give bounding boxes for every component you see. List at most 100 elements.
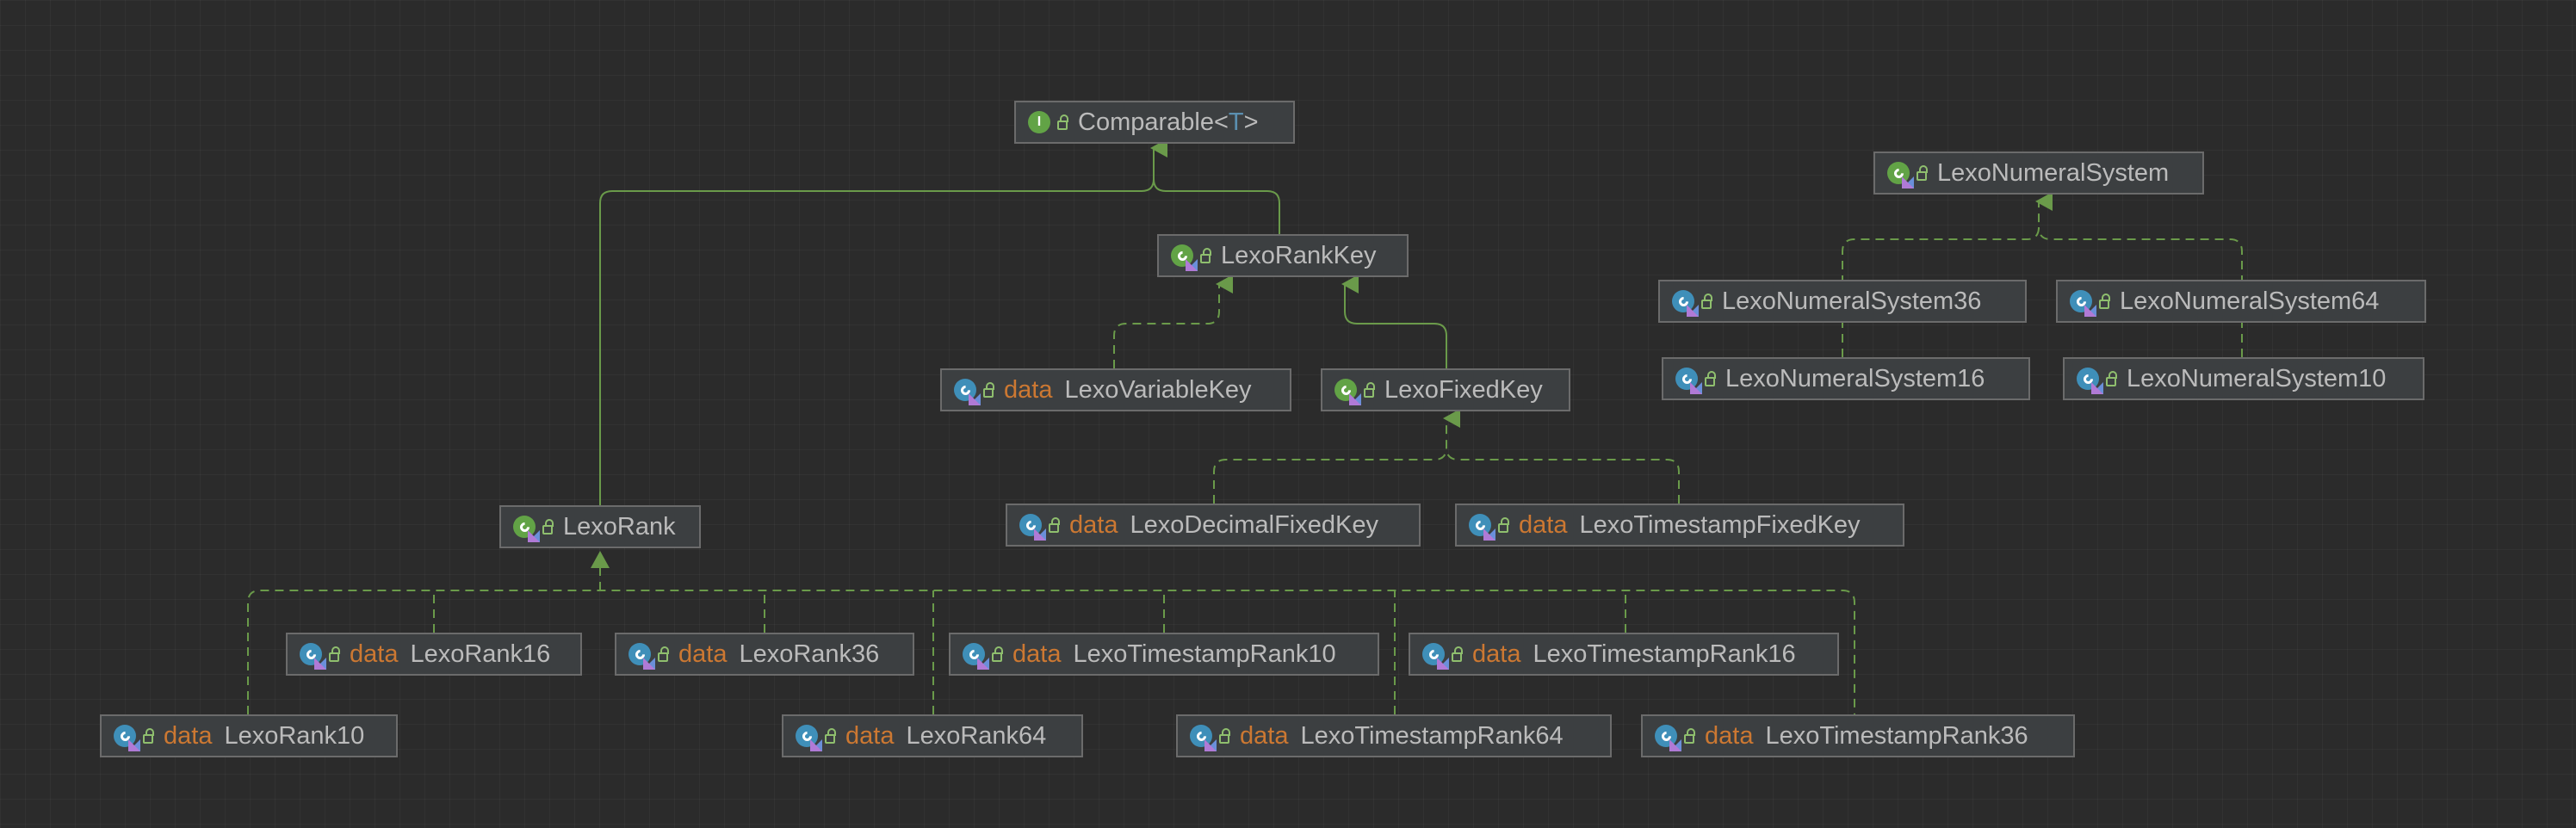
class-icon xyxy=(629,643,655,670)
lock-icon xyxy=(1917,164,1928,181)
node-lexorank36[interactable]: data LexoRank36 xyxy=(615,633,914,676)
abstract-class-icon xyxy=(1334,379,1361,405)
node-label: LexoTimestampFixedKey xyxy=(1579,510,1861,539)
data-keyword: data xyxy=(678,640,728,668)
class-icon xyxy=(1469,514,1495,541)
lock-icon xyxy=(1057,114,1068,130)
node-lexovariablekey[interactable]: data LexoVariableKey xyxy=(940,368,1291,411)
class-icon xyxy=(1019,514,1046,541)
node-lexonumeralsystem16[interactable]: LexoNumeralSystem16 xyxy=(1662,357,2030,400)
class-icon xyxy=(796,725,822,751)
node-label: LexoNumeralSystem16 xyxy=(1725,364,1985,392)
node-label: LexoRank10 xyxy=(224,721,365,750)
node-label: LexoNumeralSystem xyxy=(1937,158,2170,187)
node-lexotimestampfixedkey[interactable]: data LexoTimestampFixedKey xyxy=(1455,504,1904,547)
data-keyword: data xyxy=(1472,640,1521,668)
edge-lexorank-comparable xyxy=(599,139,1167,510)
node-label: LexoFixedKey xyxy=(1384,375,1543,404)
node-label: LexoRank64 xyxy=(906,721,1047,750)
node-label: LexoRankKey xyxy=(1221,241,1377,269)
data-keyword: data xyxy=(845,721,895,750)
node-label: LexoTimestampRank36 xyxy=(1765,721,2028,750)
abstract-class-icon xyxy=(513,516,540,542)
edge-lexorank10-lexorank xyxy=(247,590,1855,714)
node-label: LexoRank xyxy=(563,512,676,541)
class-icon xyxy=(114,725,140,751)
lock-icon xyxy=(542,518,554,534)
class-icon xyxy=(1190,725,1217,751)
lock-icon xyxy=(143,727,154,744)
node-lexorank64[interactable]: data LexoRank64 xyxy=(782,714,1083,757)
class-icon xyxy=(2077,368,2103,394)
node-label: LexoDecimalFixedKey xyxy=(1130,510,1378,539)
lock-icon xyxy=(1701,293,1712,309)
class-icon xyxy=(1655,725,1681,751)
class-icon xyxy=(1422,643,1449,670)
node-lexonumeralsystem64[interactable]: LexoNumeralSystem64 xyxy=(2056,280,2426,323)
lock-icon xyxy=(825,727,836,744)
node-lexorank[interactable]: LexoRank xyxy=(499,505,701,548)
node-label: LexoNumeralSystem10 xyxy=(2127,364,2387,392)
lock-icon xyxy=(658,646,669,662)
lock-icon xyxy=(983,381,994,398)
edge-lexovariablekey-lexorankkey xyxy=(1113,275,1233,368)
node-lexofixedkey[interactable]: LexoFixedKey xyxy=(1321,368,1570,411)
node-label: LexoNumeralSystem64 xyxy=(2120,287,2380,315)
node-lexonumeralsystem36[interactable]: LexoNumeralSystem36 xyxy=(1658,280,2027,323)
class-icon xyxy=(1675,368,1702,394)
node-label: LexoNumeralSystem36 xyxy=(1722,287,1982,315)
node-lexotimestamprank36[interactable]: data LexoTimestampRank36 xyxy=(1641,714,2075,757)
node-lexotimestamprank64[interactable]: data LexoTimestampRank64 xyxy=(1176,714,1612,757)
node-comparable[interactable]: I Comparable<T> xyxy=(1014,101,1295,144)
lock-icon xyxy=(2099,293,2110,309)
class-icon xyxy=(963,643,989,670)
lock-icon xyxy=(1049,516,1060,533)
class-icon xyxy=(1672,290,1699,317)
node-lexorankkey[interactable]: LexoRankKey xyxy=(1157,234,1409,277)
lock-icon xyxy=(329,646,340,662)
node-label: LexoVariableKey xyxy=(1064,375,1252,404)
node-label: LexoTimestampRank16 xyxy=(1533,640,1796,668)
node-label: Comparable<T> xyxy=(1078,108,1259,136)
data-keyword: data xyxy=(1004,375,1053,404)
lock-icon xyxy=(992,646,1003,662)
edge-lexofixedkey-lexorankkey xyxy=(1341,275,1447,368)
abstract-class-icon xyxy=(1887,162,1914,188)
edge-lexonumeralsystem36-lexonumeralsystem xyxy=(1842,192,2053,357)
abstract-class-icon xyxy=(1171,244,1198,271)
lock-icon xyxy=(1200,247,1211,263)
interface-icon: I xyxy=(1028,111,1050,133)
data-keyword: data xyxy=(1069,510,1118,539)
data-keyword: data xyxy=(1012,640,1062,668)
lock-icon xyxy=(1684,727,1695,744)
data-keyword: data xyxy=(1240,721,1289,750)
class-icon xyxy=(2070,290,2096,317)
edge-lexonumeralsystem10-lexonumeralsystem xyxy=(2038,226,2243,357)
node-lexonumeralsystem[interactable]: LexoNumeralSystem xyxy=(1873,151,2204,195)
lock-icon xyxy=(1705,370,1716,386)
arrow-lexorank xyxy=(591,551,610,568)
node-label: LexoRank36 xyxy=(739,640,880,668)
edge-lexotimestampfixedkey-lexofixedkey xyxy=(1446,447,1680,504)
data-keyword: data xyxy=(1519,510,1568,539)
node-label: LexoTimestampRank10 xyxy=(1073,640,1336,668)
class-icon xyxy=(954,379,981,405)
node-lexorank10[interactable]: data LexoRank10 xyxy=(100,714,398,757)
edge-lexodecimalfixedkey-lexofixedkey xyxy=(1213,409,1460,504)
node-lexodecimalfixedkey[interactable]: data LexoDecimalFixedKey xyxy=(1006,504,1421,547)
node-lexonumeralsystem10[interactable]: LexoNumeralSystem10 xyxy=(2063,357,2424,400)
data-keyword: data xyxy=(1705,721,1754,750)
class-icon xyxy=(300,643,326,670)
node-lexorank16[interactable]: data LexoRank16 xyxy=(286,633,582,676)
node-lexotimestamprank16[interactable]: data LexoTimestampRank16 xyxy=(1409,633,1839,676)
lock-icon xyxy=(1364,381,1375,398)
edge-lexorankkey-comparable xyxy=(1153,178,1280,234)
node-label: LexoTimestampRank64 xyxy=(1300,721,1564,750)
data-keyword: data xyxy=(350,640,399,668)
node-label: LexoRank16 xyxy=(410,640,551,668)
data-keyword: data xyxy=(164,721,213,750)
node-lexotimestamprank10[interactable]: data LexoTimestampRank10 xyxy=(949,633,1379,676)
lock-icon xyxy=(1219,727,1230,744)
lock-icon xyxy=(1498,516,1509,533)
